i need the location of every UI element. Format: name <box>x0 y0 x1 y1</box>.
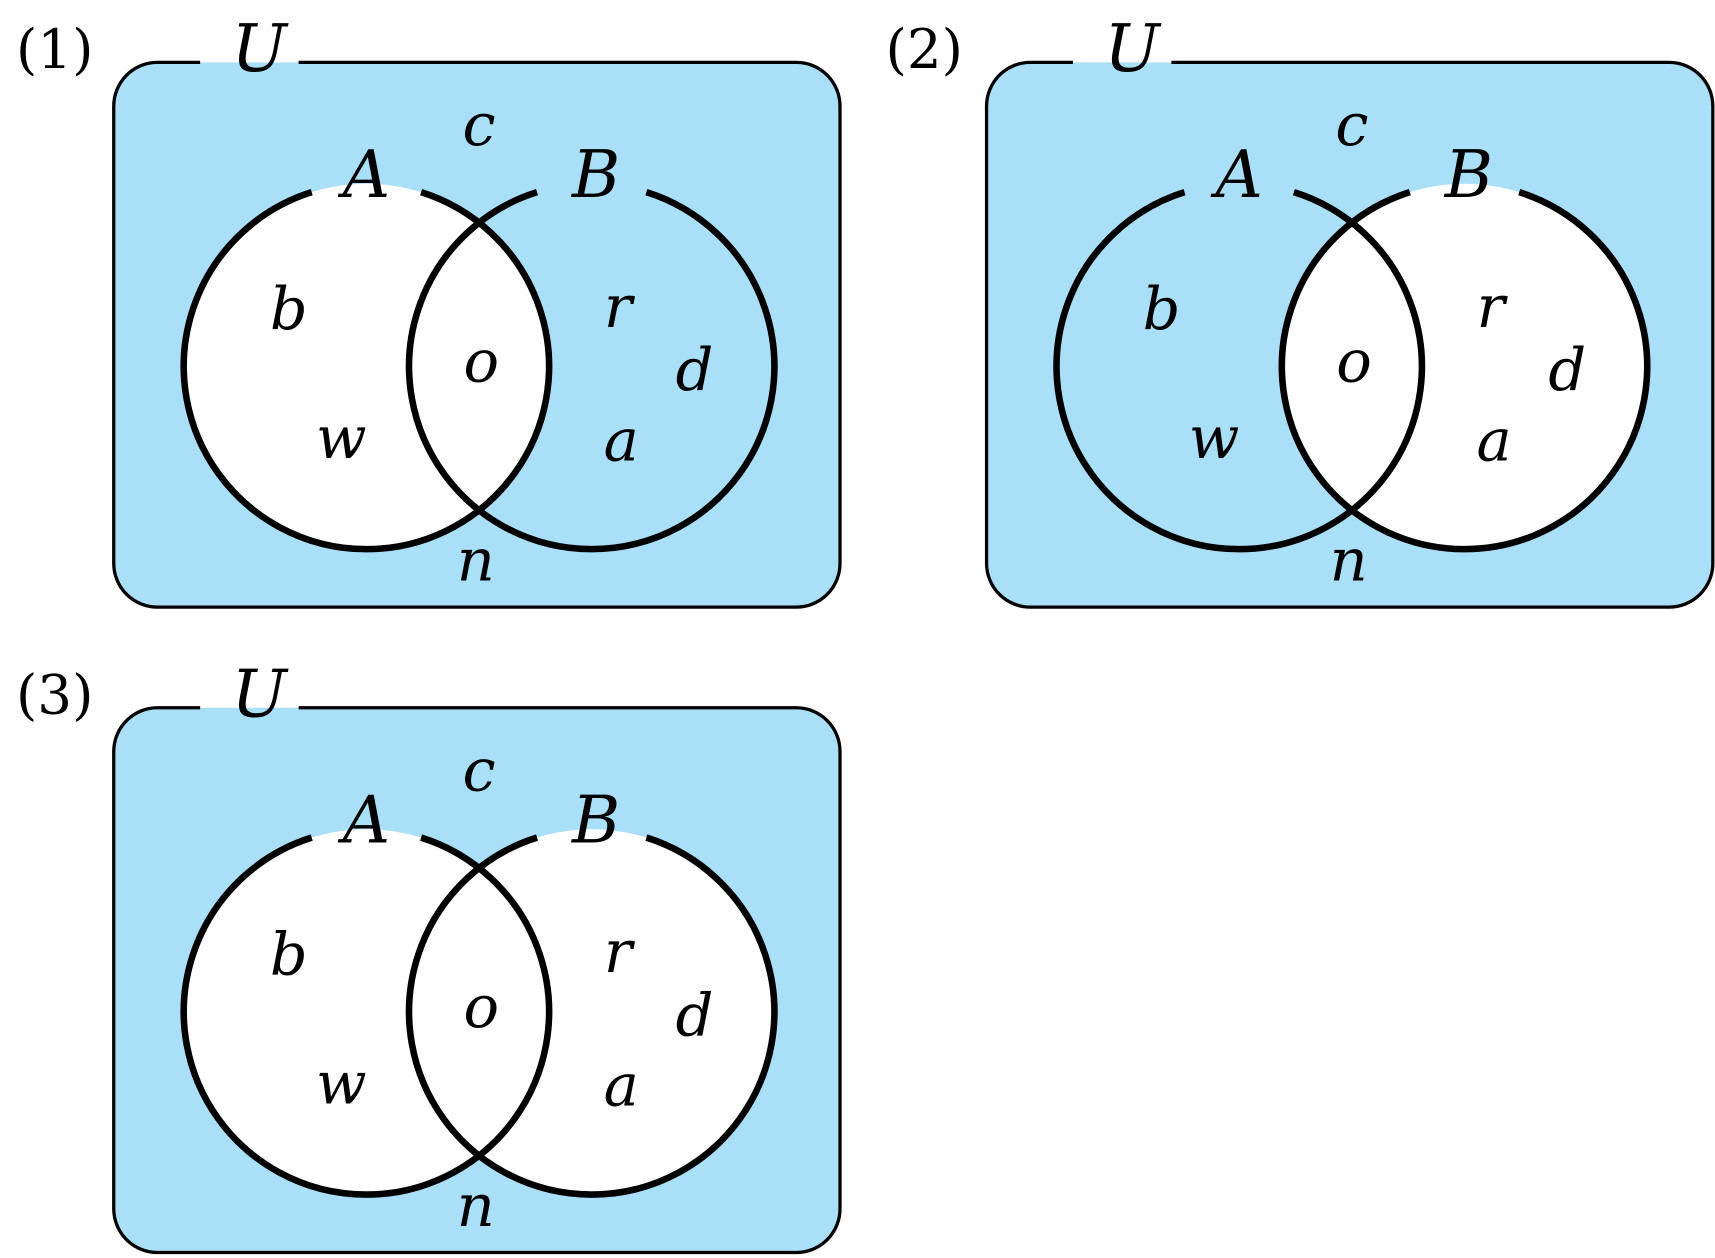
panel-label: (3) <box>16 663 93 727</box>
element-label: r <box>604 272 636 341</box>
element-label: b <box>270 919 308 988</box>
set-a-outline <box>180 189 553 553</box>
set-b-outline <box>405 189 778 553</box>
venn-panel-3: (3) UA Bc n bw o rda <box>16 657 842 1255</box>
universe-label: U <box>232 657 290 733</box>
element-label: n <box>457 1171 495 1240</box>
element-label: b <box>270 274 308 343</box>
set-a-label: A <box>1211 137 1263 213</box>
element-label: o <box>1336 326 1372 395</box>
element-label: a <box>604 1051 639 1120</box>
element-label: n <box>1330 526 1368 595</box>
element-label: a <box>604 405 639 474</box>
element-label: w <box>316 1048 367 1117</box>
element-label: a <box>1476 405 1511 474</box>
element-label: n <box>457 526 495 595</box>
universe-border <box>984 60 1715 609</box>
element-label: d <box>676 981 714 1050</box>
set-b-region <box>409 829 775 1195</box>
element-label: c <box>463 90 496 159</box>
set-a-outline <box>180 834 553 1198</box>
set-b-outline <box>405 834 778 1198</box>
intersection-region <box>409 183 550 550</box>
set-a-label: A <box>338 782 390 858</box>
set-b-label: B <box>571 137 620 213</box>
venn-panel-2: (2) UA Bc n bw o rda <box>885 11 1715 609</box>
universe-border <box>112 706 842 1255</box>
set-b-label: B <box>571 782 620 858</box>
panel-label: (1) <box>16 17 93 81</box>
element-label: d <box>676 335 714 404</box>
element-label: c <box>463 736 496 805</box>
set-a-label: A <box>338 137 390 213</box>
element-label: d <box>1548 335 1586 404</box>
set-a-outline <box>1053 189 1426 553</box>
element-label: c <box>1335 90 1368 159</box>
intersection-region <box>1281 183 1422 550</box>
element-label: w <box>316 403 367 472</box>
set-b-outline <box>1278 189 1651 553</box>
set-b-label: B <box>1444 137 1493 213</box>
element-label: w <box>1189 403 1240 472</box>
panel-label: (2) <box>885 17 962 81</box>
venn-panel-1: (1) UA Bc n bw o rda <box>16 11 842 609</box>
element-label: b <box>1143 274 1181 343</box>
element-label: o <box>463 326 499 395</box>
universe-label: U <box>1104 11 1162 87</box>
universe-border <box>112 60 842 609</box>
element-label: r <box>604 917 636 986</box>
universe-label: U <box>232 11 290 87</box>
element-label: o <box>463 972 499 1041</box>
element-label: r <box>1477 272 1509 341</box>
